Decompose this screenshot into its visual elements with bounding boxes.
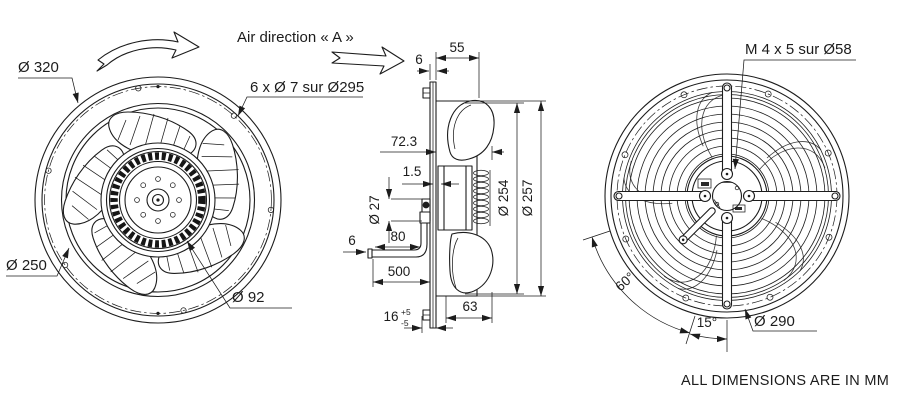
dim-hole-angle: 15° [697, 315, 717, 330]
hub [100, 142, 216, 258]
callout-ring-diameter: Ø 250 [6, 247, 70, 277]
air-direction-arrow-icon [331, 46, 405, 75]
motor-body [437, 165, 473, 231]
blade-upper-profile [447, 99, 495, 161]
dim-casing-diameter: Ø 257 [520, 180, 535, 217]
callout-hub-diameter: Ø 92 [186, 240, 292, 309]
hub-serration-ring [110, 152, 206, 248]
side-view: 55 6 72.3 1.5 Ø 27 80 6 500 [343, 40, 546, 333]
dim-mounting-holes: 6 x Ø 7 sur Ø295 [250, 79, 364, 96]
cable-gland [419, 211, 431, 224]
dim-cable-diameter: 6 [348, 233, 356, 248]
blade-lower-profile [449, 231, 494, 294]
dim-casing-depth: 55 [449, 40, 464, 55]
dim-hub-offset: 72.3 [391, 134, 417, 149]
rear-view: M 4 x 5 sur Ø58 Ø 290 60° 15° [582, 41, 856, 352]
callout-motor-fixing: M 4 x 5 sur Ø58 [732, 41, 856, 170]
boss-stud-top [422, 201, 430, 209]
dim-spoke-angle: 60° [612, 269, 637, 294]
shaft-opening [711, 180, 743, 212]
stator-winding [471, 169, 491, 226]
callout-mounting-holes: 6 x Ø 7 sur Ø295 [237, 79, 364, 117]
dim-guard-bolt-circle: Ø 290 [754, 313, 795, 330]
callout-guard-bolt-circle: Ø 290 [744, 308, 817, 332]
venturi-ring-outer [60, 102, 256, 298]
nameplate-sticker [701, 182, 709, 186]
units-note: ALL DIMENSIONS ARE IN MM [681, 373, 889, 389]
dim-plate-depth-tol-plus: +5 [401, 307, 411, 317]
dim-cable-length: 500 [388, 264, 411, 279]
dim-impeller-diameter: Ø 254 [496, 179, 511, 216]
dim-plate-depth: 16 [383, 309, 398, 324]
rear-view-body [604, 73, 850, 319]
hub-bolt-holes [134, 176, 182, 224]
dim-outer-diameter: Ø 320 [18, 59, 59, 76]
dim-plate-thickness: 6 [415, 52, 423, 67]
side-view-dimensions: 55 6 72.3 1.5 Ø 27 80 6 500 [343, 40, 546, 333]
cable-end [367, 248, 373, 259]
dim-plate-depth-tol-minus: -5 [401, 318, 409, 328]
front-view-body [34, 76, 282, 324]
shaft-center [156, 198, 160, 202]
callout-outer-diameter: Ø 320 [18, 59, 79, 104]
side-view-body [367, 81, 495, 329]
hole-angle-arc [689, 333, 728, 343]
rotation-direction-arrow-icon [96, 31, 200, 72]
dim-hub-diameter: Ø 92 [232, 289, 265, 306]
air-direction-label: Air direction « A » [237, 29, 354, 46]
mounting-holes [45, 85, 274, 315]
dim-ring-diameter: Ø 250 [6, 257, 47, 274]
dim-motor-depth: 63 [462, 299, 477, 314]
label-sticker [735, 207, 742, 210]
dim-boss-diameter: Ø 27 [367, 195, 382, 224]
spoke-angle-arc [591, 236, 691, 334]
front-view: Ø 320 6 x Ø 7 sur Ø295 Ø 250 Ø 92 [6, 31, 364, 324]
dim-cable-offset: 80 [390, 229, 405, 244]
dim-flange-gap: 1.5 [403, 164, 422, 179]
dim-motor-fixing: M 4 x 5 sur Ø58 [745, 41, 852, 58]
